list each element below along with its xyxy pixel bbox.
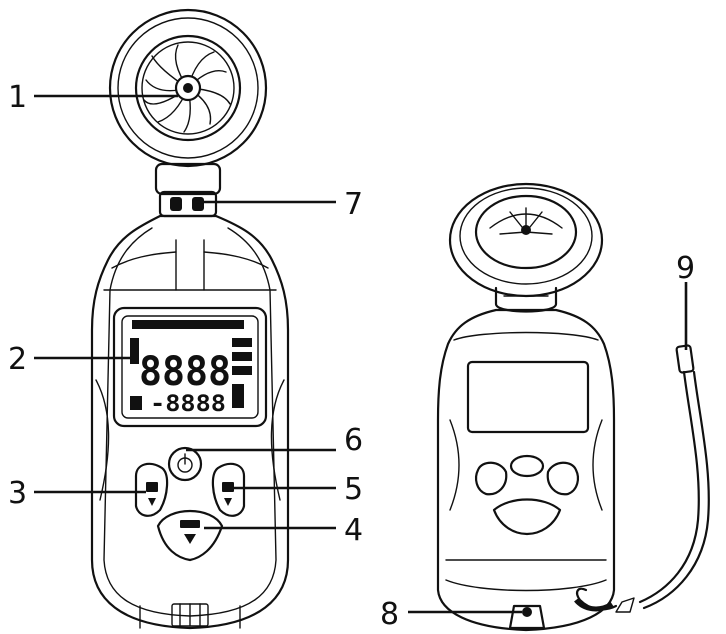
leader-lines <box>34 94 688 614</box>
callout-6: 6 <box>344 423 363 458</box>
left-button[interactable] <box>134 462 169 517</box>
neck-joint <box>154 162 222 218</box>
meter-body <box>90 214 290 630</box>
mode-button-icon <box>180 520 200 544</box>
callout-8: 8 <box>380 597 399 632</box>
callout-7: 7 <box>344 187 363 222</box>
callout-2: 2 <box>8 342 27 377</box>
mode-button[interactable] <box>156 509 224 562</box>
rear-body <box>436 308 616 632</box>
rear-view-device <box>436 182 616 632</box>
callout-4: 4 <box>344 513 363 548</box>
power-icon <box>177 453 193 473</box>
tripod-socket <box>508 604 546 630</box>
power-button[interactable] <box>167 446 203 482</box>
rear-neck <box>494 286 558 313</box>
rear-window <box>466 360 590 434</box>
rear-buttons <box>475 454 579 536</box>
callout-3: 3 <box>8 476 27 511</box>
rear-fan-head <box>448 182 604 298</box>
lcd-display: 8888 -8888 <box>112 306 268 428</box>
tripod-socket-icon <box>522 607 532 617</box>
lanyard-icon <box>574 344 710 613</box>
callout-1: 1 <box>8 80 27 115</box>
front-view-device: 8888 -8888 <box>90 8 290 630</box>
button-cluster <box>134 446 246 562</box>
fan-head <box>108 8 268 168</box>
callout-9: 9 <box>676 251 695 286</box>
fan-impeller-icon <box>143 44 231 133</box>
lcd-main-reading: 8888 <box>139 349 231 395</box>
callout-labels: 1 2 3 4 5 6 7 8 9 <box>8 80 695 632</box>
callout-5: 5 <box>344 472 363 507</box>
right-button[interactable] <box>211 462 246 517</box>
lcd-sub-reading: -8888 <box>150 392 226 417</box>
